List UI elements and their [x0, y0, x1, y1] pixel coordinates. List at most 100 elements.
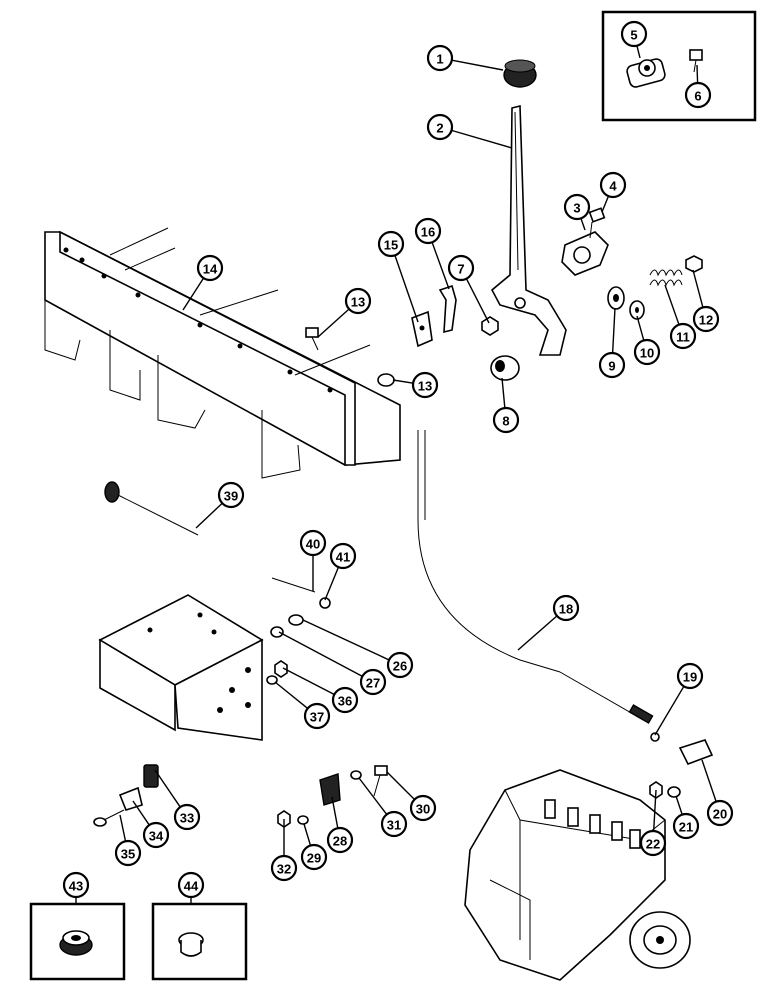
callout-label: 28 [333, 834, 347, 849]
callout-1: 1 [426, 44, 454, 72]
leader-line-15 [394, 255, 419, 323]
nut-part-12 [685, 255, 703, 273]
bolt-part-13-upper [305, 327, 319, 351]
clamp-part-34 [118, 786, 143, 811]
callout-label: 44 [184, 879, 199, 894]
callout-2: 2 [426, 113, 454, 141]
leader-line-26 [302, 619, 390, 661]
callout-label: 36 [338, 694, 352, 709]
leader-line-27 [278, 631, 363, 677]
leader-line-34 [132, 800, 150, 826]
leader-line-1 [451, 59, 504, 71]
clevis-part-15 [411, 310, 433, 348]
callout-10: 10 [633, 338, 661, 366]
callout-5: 5 [620, 20, 648, 48]
callout-label: 13 [351, 295, 365, 310]
leader-line-33 [154, 769, 181, 808]
leader-line-3 [580, 218, 586, 231]
callout-label: 30 [416, 802, 430, 817]
callout-label: 5 [630, 28, 637, 43]
callout-label: 14 [203, 262, 218, 277]
callout-39: 39 [217, 481, 245, 509]
pedal-frame-part-14 [44, 227, 401, 479]
leader-line-11 [664, 284, 680, 325]
callout-label: 3 [573, 201, 580, 216]
callout-34: 34 [142, 821, 170, 849]
callout-label: 20 [713, 807, 727, 822]
callout-16: 16 [414, 217, 442, 245]
callout-label: 10 [640, 346, 654, 361]
leader-line-12 [692, 269, 704, 308]
callout-12: 12 [692, 305, 720, 333]
callout-13: 13 [411, 371, 439, 399]
callout-32: 32 [270, 854, 298, 882]
callout-35: 35 [114, 839, 142, 867]
bushing-part-8 [490, 355, 520, 381]
callout-label: 43 [69, 879, 83, 894]
grommet-part-43 [59, 930, 93, 956]
callout-21: 21 [672, 812, 700, 840]
callout-29: 29 [300, 843, 328, 871]
leader-line-20 [701, 759, 717, 802]
callout-28: 28 [326, 826, 354, 854]
leader-line-19 [654, 685, 685, 736]
callout-36: 36 [331, 686, 359, 714]
callout-label: 40 [306, 537, 320, 552]
housing-part-3 [561, 231, 609, 276]
callout-label: 35 [121, 847, 135, 862]
bolt-part-26 [288, 614, 304, 626]
callout-label: 34 [149, 829, 164, 844]
callout-label: 41 [336, 550, 350, 565]
throttle-lever-part-2 [490, 104, 567, 356]
callout-label: 12 [699, 313, 713, 328]
callout-3: 3 [563, 193, 591, 221]
nut-part-36 [274, 660, 288, 678]
nut-part-7 [481, 316, 499, 336]
leader-line-31 [358, 777, 388, 815]
callout-label: 7 [457, 262, 464, 277]
callout-18: 18 [552, 594, 580, 622]
leader-line-41 [324, 566, 340, 601]
callout-44: 44 [177, 871, 205, 899]
plug-part-44 [178, 932, 204, 957]
callout-40: 40 [299, 529, 327, 557]
washer-part-10 [629, 300, 645, 320]
leader-line-29 [303, 823, 312, 846]
leader-line-9 [611, 307, 616, 354]
screw-part-35 [93, 809, 125, 827]
leader-line-6 [696, 64, 699, 84]
callout-label: 26 [393, 659, 407, 674]
clamp-part-28 [319, 773, 341, 806]
leader-line-13 [317, 308, 350, 338]
leader-line-2 [451, 129, 513, 149]
pin-part-16 [438, 284, 457, 334]
washer-part-37 [266, 675, 278, 685]
callout-label: 22 [646, 837, 660, 852]
leader-line-21 [675, 795, 683, 815]
bolt-part-13-lower [377, 373, 395, 387]
callout-label: 21 [679, 820, 693, 835]
leader-line-39 [195, 502, 223, 529]
callout-11: 11 [669, 322, 697, 350]
bolt-part-4 [588, 207, 606, 239]
callout-41: 41 [329, 542, 357, 570]
rod-part-39 [104, 481, 199, 536]
pin-part-40 [271, 577, 316, 593]
callout-15: 15 [377, 230, 405, 258]
callout-labels: 1234567891011121313141516181920212226272… [62, 20, 734, 904]
callout-22: 22 [639, 829, 667, 857]
callout-43: 43 [62, 871, 90, 899]
ball-joint-part-20 [678, 739, 714, 766]
callout-8: 8 [492, 406, 520, 434]
callout-label: 32 [277, 862, 291, 877]
callout-label: 15 [384, 238, 398, 253]
callout-label: 4 [609, 179, 617, 194]
callout-label: 29 [307, 851, 321, 866]
bolt-part-30 [373, 765, 388, 797]
callout-31: 31 [380, 810, 408, 838]
callout-19: 19 [676, 662, 704, 690]
spring-part-11 [649, 269, 683, 287]
callout-14: 14 [196, 254, 224, 282]
